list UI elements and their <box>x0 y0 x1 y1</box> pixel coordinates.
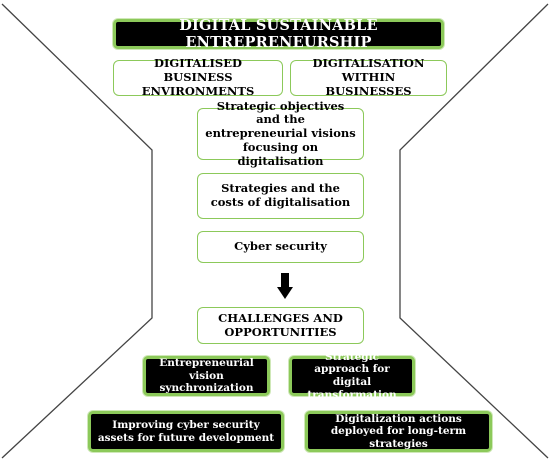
strategies-costs-box: Strategies and the costs of digitalisati… <box>197 173 364 219</box>
digitalisation-within-businesses-box: DIGITALISATION WITHIN BUSINESSES <box>290 56 447 98</box>
challenges-opportunities-box: CHALLENGES AND OPPORTUNITIES <box>197 307 364 344</box>
digitalised-business-environments-box: DIGITALISED BUSINESS ENVIRONMENTS <box>113 56 283 98</box>
vision-synchronization-box: Entrepreneurial vision synchronization <box>143 356 270 396</box>
strategic-objectives-box: Strategic objectives and the entrepreneu… <box>197 99 364 168</box>
digital-transformation-approach-box: Strategic approach for digital transform… <box>289 351 415 401</box>
arrow-down-icon <box>277 273 293 299</box>
cyber-security-box: Cyber security <box>197 231 364 263</box>
long-term-strategies-box: Digitalization actions deployed for long… <box>305 411 492 452</box>
cyber-security-assets-box: Improving cyber security assets for futu… <box>88 411 284 452</box>
diagram-title: DIGITAL SUSTAINABLE ENTREPRENEURSHIP <box>113 17 444 51</box>
